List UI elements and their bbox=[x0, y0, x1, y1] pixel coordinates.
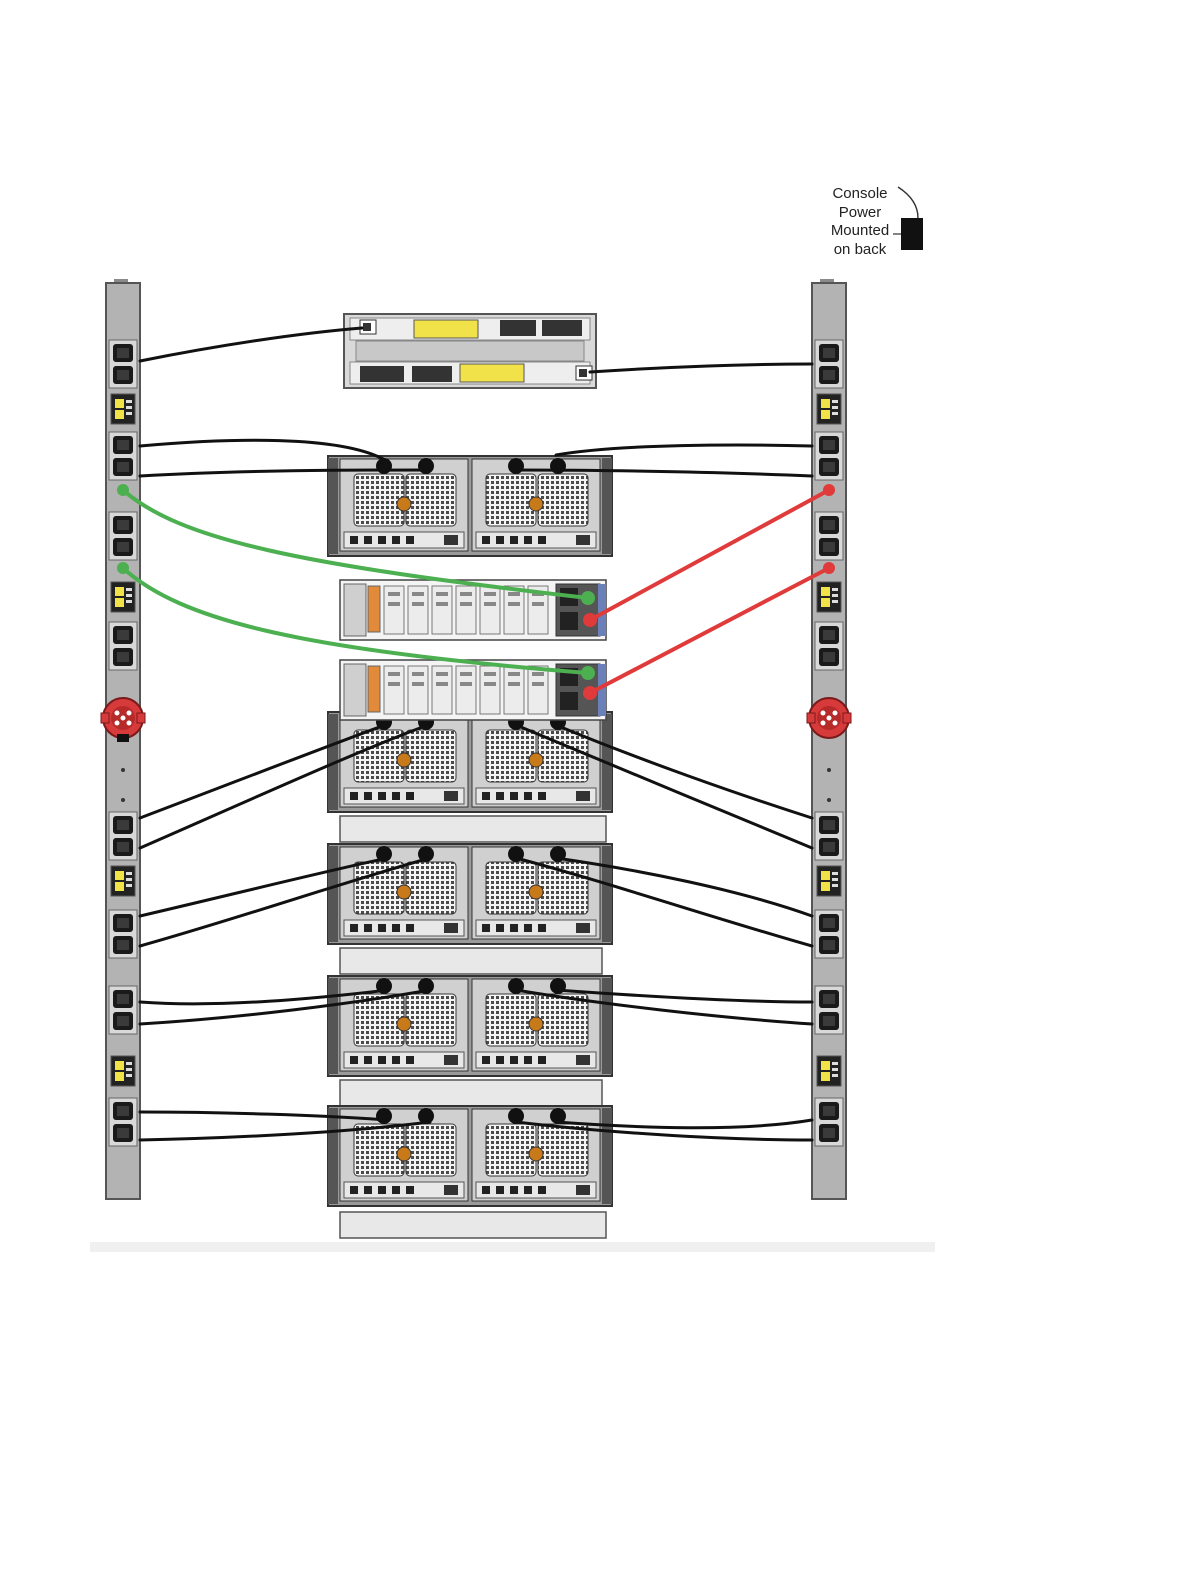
right-power-inlet bbox=[807, 698, 851, 738]
left-pdu-outlet-group bbox=[109, 812, 137, 860]
fan-hub bbox=[397, 1147, 411, 1161]
storage-controller-1 bbox=[340, 580, 606, 640]
left-pdu-outlet-group bbox=[109, 512, 137, 560]
fan-hub bbox=[529, 1017, 543, 1031]
left-pdu-breaker bbox=[111, 866, 135, 896]
callout-line-1: Console bbox=[832, 185, 887, 202]
filler-panel-3 bbox=[340, 1080, 602, 1106]
power-supply-unit bbox=[472, 1108, 600, 1201]
cable-controller2-red bbox=[590, 568, 829, 693]
power-supply-unit bbox=[472, 846, 600, 939]
controller-accent-card bbox=[368, 666, 380, 712]
fan-hub bbox=[529, 1147, 543, 1161]
power-supply-unit bbox=[340, 458, 468, 551]
drive-enclosure-5 bbox=[328, 1106, 612, 1206]
power-supply-unit bbox=[472, 714, 600, 807]
left-pdu-outlet-group bbox=[109, 910, 137, 958]
fan-hub bbox=[529, 753, 543, 767]
filler-panel-2 bbox=[340, 948, 602, 974]
fan-grill bbox=[354, 474, 404, 526]
fan-grill bbox=[538, 474, 588, 526]
console-power-callout: Console Power Mounted on back bbox=[831, 185, 923, 258]
power-supply-unit bbox=[340, 1108, 468, 1201]
controller-accent-card bbox=[368, 586, 380, 632]
callout-leader-line bbox=[898, 187, 918, 218]
fan-grill bbox=[406, 474, 456, 526]
left-pdu-breaker bbox=[111, 394, 135, 424]
cable-controller1-red bbox=[590, 490, 829, 620]
left-pdu-outlet-group bbox=[109, 622, 137, 670]
right-pdu-outlet-group bbox=[815, 512, 843, 560]
fan-grill bbox=[406, 862, 456, 914]
fan-grill bbox=[486, 994, 536, 1046]
power-cord-plug bbox=[508, 458, 524, 474]
switch-psu-tag-top bbox=[414, 320, 478, 338]
right-pdu-outlet-group bbox=[815, 1098, 843, 1146]
right-pdu-outlet-group bbox=[815, 910, 843, 958]
fan-grill bbox=[406, 994, 456, 1046]
switch-psu-tag-bottom bbox=[460, 364, 524, 382]
cable-enc1-right-b bbox=[556, 445, 812, 455]
callout-line-3: Mounted bbox=[831, 222, 889, 239]
fan-grill bbox=[486, 474, 536, 526]
right-pdu-breaker bbox=[817, 394, 841, 424]
cable-switch-left bbox=[140, 328, 362, 361]
power-cord-plug bbox=[376, 1108, 392, 1124]
left-pdu-outlet-group bbox=[109, 986, 137, 1034]
storage-controller-2 bbox=[340, 660, 606, 720]
left-pdu-outlet-group bbox=[109, 1098, 137, 1146]
right-pdu-breaker bbox=[817, 866, 841, 896]
fan-grill bbox=[486, 1124, 536, 1176]
power-supply-unit bbox=[340, 714, 468, 807]
fan-hub bbox=[529, 497, 543, 511]
power-supply-unit bbox=[472, 458, 600, 551]
fan-grill bbox=[354, 1124, 404, 1176]
callout-line-2: Power bbox=[839, 204, 882, 221]
right-pdu bbox=[807, 279, 851, 1199]
network-switch bbox=[344, 314, 596, 388]
right-pdu-outlet-group bbox=[815, 812, 843, 860]
right-pdu-breaker bbox=[817, 1056, 841, 1086]
right-pdu-outlet-group bbox=[815, 622, 843, 670]
console-power-block bbox=[901, 218, 923, 250]
left-pdu-breaker bbox=[111, 1056, 135, 1086]
fan-hub bbox=[397, 885, 411, 899]
fan-hub bbox=[397, 1017, 411, 1031]
left-pdu-outlet-group bbox=[109, 340, 137, 388]
callout-line-4: on back bbox=[834, 241, 887, 258]
right-pdu-outlet-group bbox=[815, 340, 843, 388]
red-power-cables bbox=[583, 484, 835, 700]
left-pdu-breaker bbox=[111, 582, 135, 612]
right-pdu-outlet-group bbox=[815, 432, 843, 480]
fan-hub bbox=[397, 497, 411, 511]
fan-grill bbox=[538, 1124, 588, 1176]
fan-grill bbox=[538, 994, 588, 1046]
power-cord-plug bbox=[418, 458, 434, 474]
floor-line bbox=[90, 1242, 935, 1252]
cable-switch-right bbox=[590, 364, 812, 372]
drive-enclosure-2 bbox=[328, 712, 612, 812]
fan-hub bbox=[397, 753, 411, 767]
fan-grill bbox=[406, 1124, 456, 1176]
filler-panel-1 bbox=[340, 816, 606, 842]
right-pdu-breaker bbox=[817, 582, 841, 612]
left-pdu-outlet-group bbox=[109, 432, 137, 480]
fan-hub bbox=[529, 885, 543, 899]
fan-grill bbox=[486, 730, 536, 782]
fan-grill bbox=[486, 862, 536, 914]
fan-grill bbox=[354, 862, 404, 914]
power-supply-unit bbox=[340, 846, 468, 939]
filler-panel-4 bbox=[340, 1212, 606, 1238]
right-pdu-outlet-group bbox=[815, 986, 843, 1034]
left-pdu bbox=[101, 279, 145, 1199]
fan-grill bbox=[406, 730, 456, 782]
